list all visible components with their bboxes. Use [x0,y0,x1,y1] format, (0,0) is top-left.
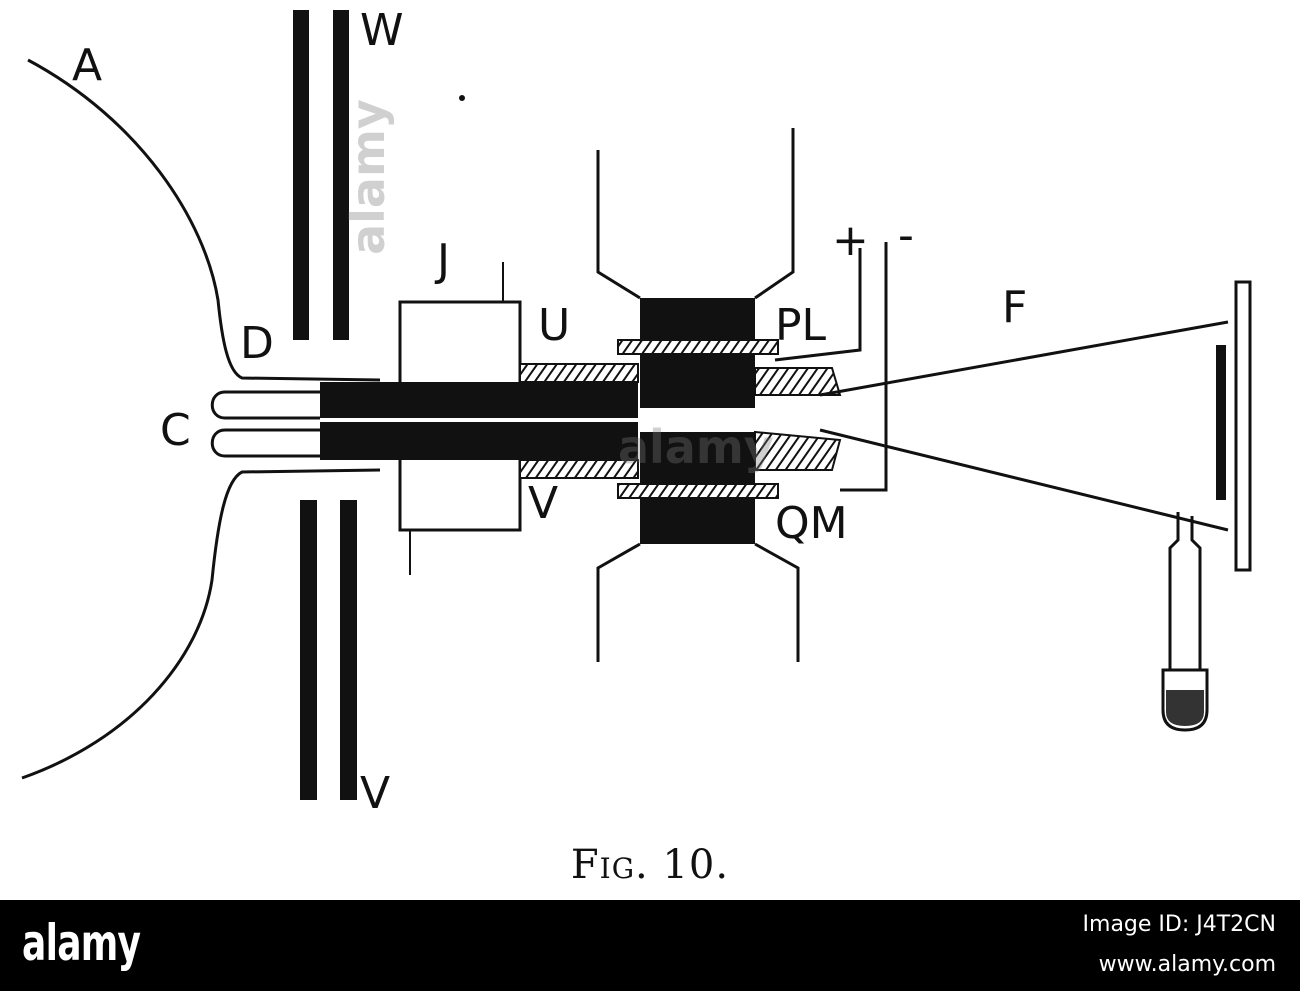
label-d: D [240,318,274,369]
site-url[interactable]: www.alamy.com [1098,952,1276,977]
bulb-wall-upper [27,58,381,382]
brand-logo[interactable]: alamy [22,914,141,972]
plate-w-right [333,10,349,340]
bracket-j [398,300,522,532]
label-v-bottom: V [360,768,390,819]
figure-caption: Fig. 10. [570,842,730,888]
label-qm: QM [775,498,848,549]
apparatus-diagram: A W V J U PL + - F D C V QM [21,5,1252,819]
label-minus: - [898,210,914,261]
label-w: W [360,5,404,56]
core-rod-upper [320,382,638,418]
screen-inner [1216,345,1226,500]
tube-c-lower [210,428,320,458]
label-c: C [160,405,191,456]
collector-contents [1166,690,1204,726]
bulb-wall-lower [21,468,381,780]
plate-w-left [293,10,309,340]
core-rod-lower [320,422,638,460]
ribbed-band-upper [617,339,779,355]
tube-c-upper [210,390,320,420]
label-a: A [72,40,102,91]
screen-plate [1234,280,1252,572]
label-plus: + [832,215,869,266]
image-id: Image ID: J4T2CN [1082,912,1276,937]
stock-footer: alamy Image ID: J4T2CN www.alamy.com [0,900,1300,991]
watermark-left: alamy [340,99,395,255]
label-f: F [1002,282,1027,333]
lead-minus [840,242,888,492]
label-pl: PL [775,300,827,351]
magnet-frame-lower [596,542,800,662]
lead-plus [774,248,862,362]
label-v: V [528,478,558,529]
plate-v-left [300,500,317,800]
label-u: U [538,300,570,351]
magnet-frame-upper [596,128,795,300]
collector-tube [1168,512,1202,670]
cone-f [819,320,1229,532]
plate-v-right [340,500,357,800]
pole-piece-lower [754,430,842,471]
hatched-v [519,459,639,479]
watermark-center: alamy [618,420,774,474]
hatched-u [519,363,639,383]
pole-piece-upper [754,367,842,396]
label-j: J [434,235,450,286]
ribbed-band-lower [617,483,779,499]
